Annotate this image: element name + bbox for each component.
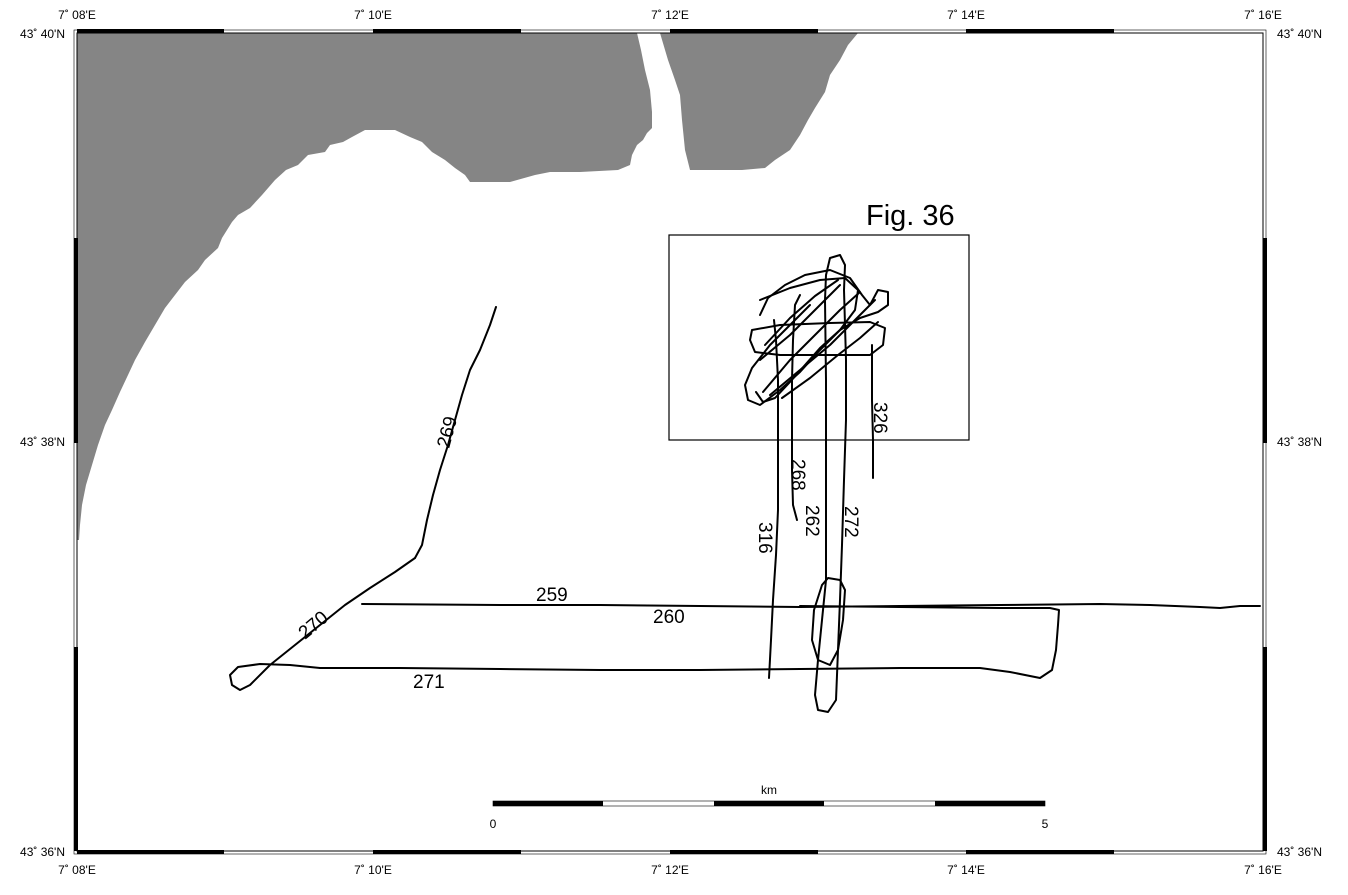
track-label-259: 259 xyxy=(536,585,568,606)
lon-tick-top-3: 7˚ 12'E xyxy=(651,8,689,22)
survey-hatch-4 xyxy=(759,284,841,361)
survey-hatch-5 xyxy=(764,279,839,346)
track-label-262: 262 xyxy=(801,505,822,537)
scale-bar xyxy=(492,800,1046,807)
lat-tick-left-2: 43˚ 38'N xyxy=(20,435,65,449)
track-loop-south xyxy=(811,577,846,666)
lon-tick-top-4: 7˚ 14'E xyxy=(947,8,985,22)
track-316 xyxy=(768,319,779,679)
fig-inset-box xyxy=(668,234,970,441)
lon-tick-top-5: 7˚ 16'E xyxy=(1244,8,1282,22)
track-label-269: 269 xyxy=(434,414,462,450)
scale-bar-start: 0 xyxy=(490,817,497,831)
lat-tick-right-1: 43˚ 40'N xyxy=(1277,27,1322,41)
track-259 xyxy=(361,603,1261,609)
lon-tick-bottom-5: 7˚ 16'E xyxy=(1244,863,1282,877)
lon-tick-bottom-2: 7˚ 10'E xyxy=(354,863,392,877)
track-271 xyxy=(319,605,1060,679)
track-label-326: 326 xyxy=(869,402,890,434)
lat-tick-left-3: 43˚ 36'N xyxy=(20,845,65,859)
track-label-260: 260 xyxy=(653,607,685,628)
lon-tick-top-1: 7˚ 08'E xyxy=(58,8,96,22)
lat-tick-left-1: 43˚ 40'N xyxy=(20,27,65,41)
land-west-coast xyxy=(77,33,652,540)
survey-loop-2 xyxy=(749,321,886,356)
track-326 xyxy=(871,344,874,479)
lat-tick-right-2: 43˚ 38'N xyxy=(1277,435,1322,449)
lon-tick-bottom-3: 7˚ 12'E xyxy=(651,863,689,877)
fig-inset-label: Fig. 36 xyxy=(866,200,955,232)
scale-bar-unit: km xyxy=(761,783,777,797)
survey-hatch-3 xyxy=(781,321,879,399)
survey-hatch-2 xyxy=(769,299,876,396)
survey-hatch-1 xyxy=(762,291,861,393)
lon-tick-top-2: 7˚ 10'E xyxy=(354,8,392,22)
track-268 xyxy=(791,294,801,521)
lon-tick-bottom-4: 7˚ 14'E xyxy=(947,863,985,877)
track-269 xyxy=(414,306,497,559)
track-label-271: 271 xyxy=(413,672,445,693)
track-label-270: 270 xyxy=(295,607,333,643)
lat-tick-right-3: 43˚ 36'N xyxy=(1277,845,1322,859)
survey-loop-3 xyxy=(755,269,889,403)
track-label-268: 268 xyxy=(787,459,808,491)
survey-loop-1 xyxy=(744,277,859,406)
track-label-316: 316 xyxy=(754,522,775,554)
lon-tick-bottom-1: 7˚ 08'E xyxy=(58,863,96,877)
track-270 xyxy=(229,557,416,691)
scale-bar-end: 5 xyxy=(1042,817,1049,831)
land-east-headland xyxy=(660,33,858,170)
frame-border-bars xyxy=(74,29,1267,854)
track-label-272: 272 xyxy=(840,506,861,538)
